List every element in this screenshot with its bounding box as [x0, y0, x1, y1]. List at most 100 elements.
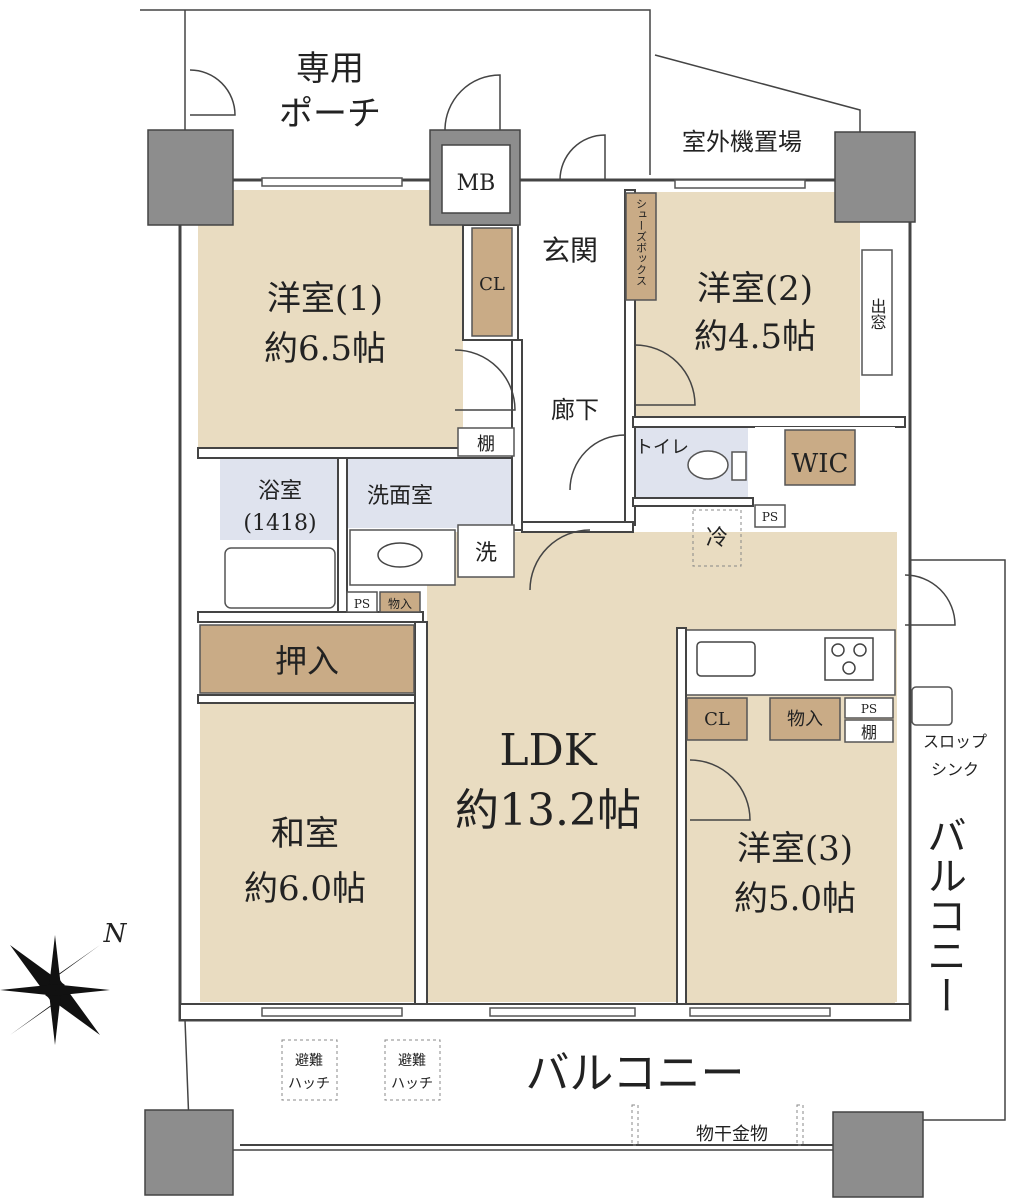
outdoor-unit-outline [654, 54, 861, 135]
hatch1-box [281, 1039, 338, 1101]
burner-2 [853, 643, 867, 657]
compass-arm-n [49, 935, 61, 990]
compass-arm-w [0, 984, 58, 996]
door-ldk [529, 529, 591, 591]
drying-rack-post-right [796, 1104, 804, 1146]
hatch1-label-1: 避難 [295, 1053, 323, 1069]
compass-arm-e [52, 984, 110, 996]
mb-label: MB [457, 171, 496, 196]
washitsu-floor [200, 702, 415, 1002]
ps3-box [844, 697, 894, 719]
shoe-box-area [625, 192, 657, 301]
slop-sink-label-1: スロップ [923, 732, 987, 751]
cl3-closet [686, 697, 748, 741]
compass-arm-s [49, 990, 61, 1045]
fridge-space [692, 509, 742, 567]
stove [824, 637, 874, 681]
wall-toilet-bottom [632, 497, 754, 507]
window-ldk [489, 1007, 636, 1017]
door-porch [444, 74, 501, 131]
pillar-top-left [147, 129, 234, 226]
washitsu-name: 和室 [271, 814, 339, 854]
oshiire-label: 押入 [275, 642, 339, 680]
mb-box-inner [441, 144, 511, 214]
porch-label-2: ポーチ [279, 94, 381, 134]
entrance-floor [522, 190, 626, 302]
toilet-tank [731, 451, 747, 481]
storage3-label: 物入 [787, 709, 823, 730]
ldk-name: LDK [499, 725, 597, 776]
shelf3-label: 棚 [861, 723, 877, 742]
pillar-bottom-right [832, 1111, 924, 1198]
western1-floor [198, 190, 463, 448]
toilet-label: トイレ [635, 437, 689, 458]
pillar-bottom-left [144, 1109, 234, 1196]
window-w2 [674, 179, 806, 189]
sink-counter [349, 529, 456, 586]
door-w3 [689, 759, 751, 821]
hatch2-label-1: 避難 [398, 1053, 426, 1069]
wall-washitsu-right [414, 621, 428, 1008]
hatch1-label-2: ハッチ [288, 1076, 330, 1092]
balcony-side-label: バルコニー [920, 815, 966, 1015]
bath-floor [220, 458, 338, 540]
washer-box [457, 524, 515, 578]
hatch2-label-2: ハッチ [391, 1076, 433, 1092]
bath-size: (1418) [243, 511, 316, 536]
door-porch-gate [189, 69, 236, 116]
hallway-label: 廊下 [551, 396, 599, 424]
door-w1 [454, 349, 516, 411]
slop-sink-label-2: シンク [931, 760, 979, 779]
wall-ldk-top [521, 521, 634, 533]
storage1-label: 物入 [388, 597, 412, 611]
door-balcony-side [904, 574, 956, 626]
ps1-label: PS [354, 597, 370, 611]
storage1-closet [379, 591, 421, 613]
bay-window [861, 249, 893, 376]
western3-size: 約5.0帖 [734, 879, 856, 919]
western2-floor [633, 192, 860, 417]
shelf1-label: 棚 [477, 434, 495, 455]
ldk-size: 約13.2帖 [455, 785, 641, 836]
western3-name: 洋室(3) [737, 829, 853, 869]
entrance-label: 玄関 [542, 234, 598, 267]
hallway-floor [522, 305, 629, 527]
door-w2 [634, 344, 696, 406]
door-entrance [559, 134, 606, 181]
porch-outline [140, 9, 651, 175]
western1-name: 洋室(1) [267, 279, 383, 319]
wic-closet [784, 429, 856, 486]
cl1-closet [471, 227, 513, 337]
washroom-floor [347, 458, 515, 528]
western1-size: 約6.5帖 [264, 329, 386, 369]
cl1-label: CL [479, 274, 505, 295]
cl3-label: CL [704, 709, 730, 730]
western3-floor [685, 742, 895, 1004]
wall-bath-mid [337, 457, 348, 619]
wall-w3-left [676, 627, 687, 1007]
slop-sink-basin [911, 686, 953, 726]
western2-name: 洋室(2) [697, 269, 813, 309]
shelf3-box [844, 719, 894, 743]
ps2-box [754, 504, 786, 528]
bath-name: 浴室 [258, 479, 302, 504]
shelf1-box [457, 427, 515, 457]
outdoor-unit-label: 室外機置場 [682, 128, 802, 156]
oshiire-closet [199, 624, 415, 694]
ps1-box [346, 591, 378, 613]
ps2-label: PS [762, 510, 778, 524]
wall-w2-bottom [632, 416, 906, 428]
washroom-label: 洗面室 [367, 484, 433, 509]
wall-oshi-bottom [197, 694, 421, 704]
fridge-label: 冷 [706, 526, 728, 551]
hatch2-box [384, 1039, 441, 1101]
ps3-label: PS [861, 702, 877, 716]
door-toilet [569, 434, 626, 491]
window-w1 [261, 177, 403, 187]
toilet-bowl [687, 450, 729, 480]
burner-1 [831, 643, 845, 657]
porch-label-1: 専用 [296, 49, 364, 89]
pillar-top-right [834, 131, 916, 223]
bay-window-label: 出窓 [868, 298, 887, 330]
